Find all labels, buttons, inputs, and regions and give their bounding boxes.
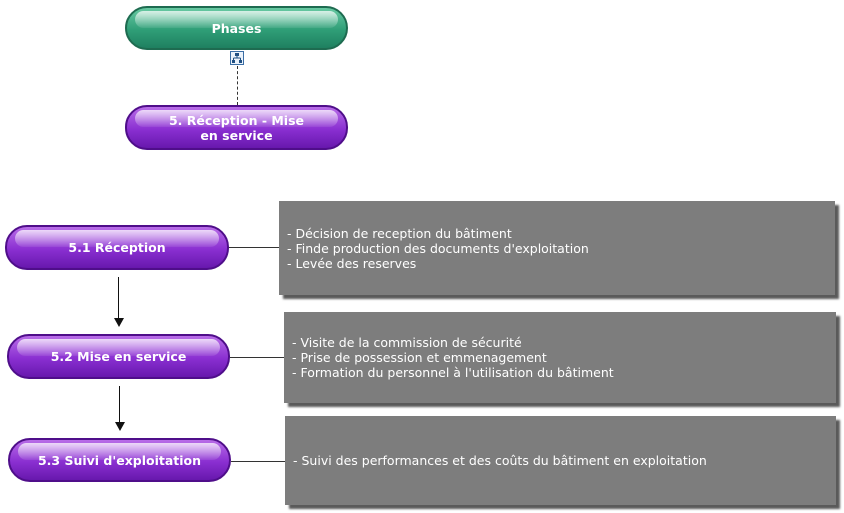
arrow-5-1-to-5-2-head bbox=[114, 318, 124, 327]
phases-node[interactable]: Phases bbox=[125, 6, 348, 50]
dashed-connector bbox=[237, 66, 238, 105]
step-5-1-label: 5.1 Réception bbox=[68, 240, 166, 255]
note-5-3-line: - Suivi des performances et des coûts du… bbox=[293, 453, 707, 468]
note-5-2-line: - Visite de la commission de sécurité bbox=[292, 335, 522, 350]
step-5-2-node[interactable]: 5.2 Mise en service bbox=[7, 334, 230, 379]
note-5-3: - Suivi des performances et des coûts du… bbox=[285, 416, 836, 505]
arrow-5-2-to-5-3-head bbox=[115, 422, 125, 431]
note-5-2-line: - Prise de possession et emmenagement bbox=[292, 350, 547, 365]
connector-5-3 bbox=[231, 461, 285, 462]
connector-5-2 bbox=[230, 357, 284, 358]
step-5-1-node[interactable]: 5.1 Réception bbox=[5, 225, 229, 270]
step-5-3-node[interactable]: 5.3 Suivi d'exploitation bbox=[8, 438, 231, 482]
phase5-node[interactable]: 5. Réception - Mise en service bbox=[125, 105, 348, 150]
arrow-5-1-to-5-2 bbox=[118, 277, 119, 318]
connector-5-1 bbox=[229, 247, 279, 248]
phases-label: Phases bbox=[211, 20, 262, 36]
note-5-1-line: - Finde production des documents d'explo… bbox=[287, 240, 589, 256]
phase5-label: 5. Réception - Mise en service bbox=[168, 112, 305, 143]
step-5-3-label: 5.3 Suivi d'exploitation bbox=[37, 452, 202, 468]
org-chart-icon[interactable] bbox=[230, 51, 244, 65]
note-5-1-line: - Décision de reception du bâtiment bbox=[287, 225, 512, 241]
note-5-2: - Visite de la commission de sécurité - … bbox=[284, 312, 836, 403]
note-5-2-line: - Formation du personnel à l'utilisation… bbox=[292, 365, 614, 380]
note-5-1: - Décision de reception du bâtiment - Fi… bbox=[279, 201, 835, 295]
arrow-5-2-to-5-3 bbox=[119, 386, 120, 422]
note-5-1-line: - Levée des reserves bbox=[287, 255, 417, 271]
step-5-2-label: 5.2 Mise en service bbox=[50, 349, 187, 364]
